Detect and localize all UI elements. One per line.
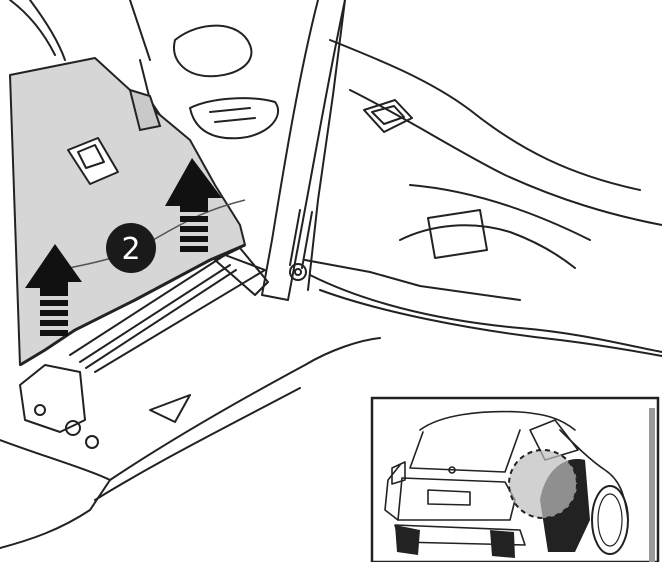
lift-arrow-left-icon — [25, 244, 82, 336]
interior-linework — [0, 0, 662, 549]
seat-release-latch — [67, 137, 119, 185]
lift-arrow-right-icon — [165, 158, 222, 252]
headrest-guide — [128, 88, 162, 132]
seatback-edge-line — [19, 243, 246, 367]
step-number-label: 2 — [121, 232, 140, 267]
seatback-fold-line — [59, 199, 246, 271]
rear-view-inset — [370, 396, 660, 562]
step-number-badge: 2 — [106, 223, 156, 273]
zoom-circle-icon — [508, 449, 578, 519]
